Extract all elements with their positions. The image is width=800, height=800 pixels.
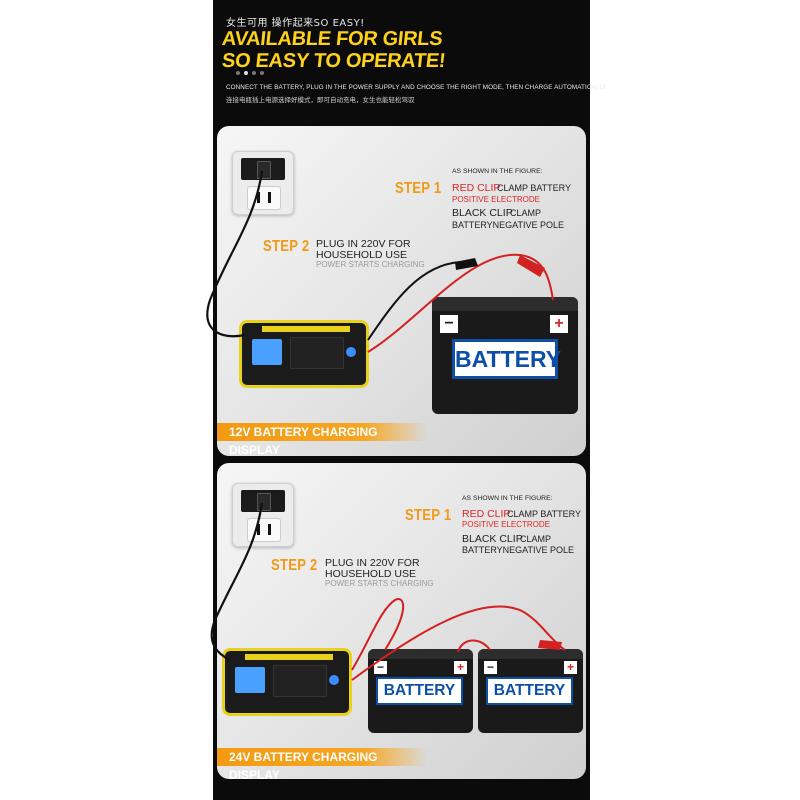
charger-24v [222,648,352,716]
carousel-dot [252,71,256,75]
wall-outlet-icon [232,483,294,547]
black-clip-label: BLACK CLIP [452,207,513,219]
battery-positive-terminal: + [550,315,568,333]
instruction-english: CONNECT THE BATTERY, PLUG IN THE POWER S… [226,84,608,91]
power-starts-text: POWER STARTS CHARGING [316,260,425,269]
negative-pole-text: BATTERYNEGATIVE POLE [452,220,565,230]
wall-outlet-icon [232,151,294,215]
as-shown-caption: AS SHOWN IN THE FIGURE: [462,495,553,502]
positive-electrode-text: POSITIVE ELECTRODE [462,520,551,529]
black-clip-label: BLACK CLIP [462,533,523,545]
as-shown-caption: AS SHOWN IN THE FIGURE: [452,168,543,175]
step-2-label: STEP 2 [263,238,310,255]
plug-in-line-2: HOUSEHOLD USE [325,568,417,580]
carousel-dot-active [244,71,248,75]
battery-negative-terminal: − [440,315,458,333]
plug-in-line-1: PLUG IN 220V FOR [316,238,411,250]
black-clip-description: CLAMP [520,534,552,544]
battery-label: BATTERY [376,677,463,705]
battery-negative-terminal: − [374,661,387,674]
step-1-label: STEP 1 [395,180,442,197]
red-clip-description: CLAMP BATTERY [507,509,582,519]
carousel-dot [236,71,240,75]
banner-12v: 12V BATTERY CHARGING DISPLAY [217,423,427,457]
carousel-dot [260,71,264,75]
banner-24v: 24V BATTERY CHARGING DISPLAY [217,748,427,782]
positive-electrode-text: POSITIVE ELECTRODE [452,195,541,204]
carousel-dots [236,71,276,77]
instruction-chinese: 连接电瓶插上电源选择好模式，即可自动充电，女生也能轻松驾驭 [226,96,415,104]
battery-negative-terminal: − [484,661,497,674]
battery-label: BATTERY [452,339,561,379]
battery-positive-terminal: + [454,661,467,674]
red-clip-description: CLAMP BATTERY [497,183,572,193]
battery-12v: − + BATTERY [432,297,578,414]
red-clip-label: RED CLIP [462,508,511,520]
step-1-label: STEP 1 [405,507,452,524]
battery-24v-left: − + BATTERY [368,649,473,733]
negative-pole-text: BATTERYNEGATIVE POLE [462,545,575,555]
power-starts-text: POWER STARTS CHARGING [325,579,434,588]
battery-label: BATTERY [486,677,573,705]
plug-in-line-1: PLUG IN 220V FOR [325,557,420,569]
black-clip-description: CLAMP [510,208,542,218]
headline-line-2: SO EASY TO OPERATE! [220,50,447,72]
step-2-label: STEP 2 [271,557,318,574]
red-clip-label: RED CLIP [452,182,501,194]
battery-positive-terminal: + [564,661,577,674]
subtitle-cn: 女生可用 操作起来SO EASY! [226,18,365,29]
battery-24v-right: − + BATTERY [478,649,583,733]
headline-line-1: AVAILABLE FOR GIRLS [220,28,444,50]
charger-12v [239,320,369,388]
